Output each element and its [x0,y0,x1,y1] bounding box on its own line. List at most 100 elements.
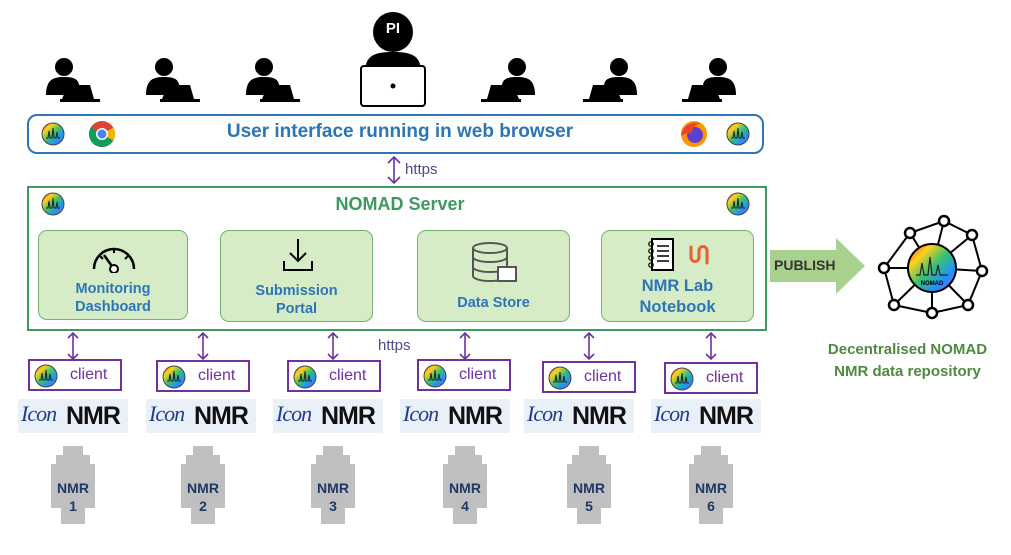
module-label: Portal [275,301,318,318]
https-label: https [405,161,438,178]
chrome-icon [88,121,116,148]
monitoring-dashboard-module[interactable]: Monitoring Dashboard [38,230,188,320]
network-icon: NOMAD [877,214,989,320]
nomad-logo-icon [162,365,186,389]
iconnmr-suffix: NMR [699,402,754,430]
user-icon [682,58,736,102]
iconnmr-logo: Icon NMR [146,399,256,433]
module-label: Monitoring [75,281,151,297]
module-label: Submission [255,283,338,299]
database-icon [472,242,517,282]
client-label: client [706,369,744,386]
probe-name: NMR [449,480,481,496]
https-arrow [197,331,209,361]
iconnmr-prefix: Icon [403,401,439,426]
client-label: client [329,367,367,384]
probe-name: NMR [573,480,605,496]
iconnmr-logo: Icon NMR [18,399,128,433]
https-arrow [583,331,595,361]
client-label: client [70,366,108,383]
client-label: client [198,367,236,384]
nomad-logo-icon [423,364,447,388]
client-box[interactable]: client [28,359,122,391]
data-store-module[interactable]: Data Store [417,230,570,322]
https-arrow [459,331,471,361]
user-icon [146,58,200,102]
iconnmr-prefix: Icon [276,401,312,426]
user-icon [481,58,535,102]
iconnmr-suffix: NMR [321,402,376,430]
pi-user-icon [360,12,426,107]
nomad-server-box [27,186,767,331]
module-label: Dashboard [75,299,151,316]
gauge-icon [92,247,136,273]
probe-number: 3 [329,497,337,514]
nomad-logo-icon [670,367,694,391]
publish-label: PUBLISH [774,257,836,273]
iconnmr-logo: Icon NMR [651,399,761,433]
client-box[interactable]: client [287,360,381,392]
user-icon [583,58,637,102]
iconnmr-prefix: Icon [654,401,690,426]
nomad-logo-icon [548,366,572,390]
client-box[interactable]: client [542,361,636,393]
firefox-icon [681,121,707,147]
iconnmr-logo: Icon NMR [400,399,510,433]
download-icon [283,239,313,271]
repository-caption: Decentralised NOMAD NMR data repository [805,339,1010,383]
probe-number: 5 [585,497,593,514]
probe-name: NMR [695,480,727,496]
module-label: Data Store [457,295,530,311]
iconnmr-suffix: NMR [572,402,627,430]
https-arrow [327,331,339,361]
iconnmr-suffix: NMR [194,402,249,430]
nomad-logo-icon [41,122,65,146]
probe-name: NMR [187,480,219,496]
user-icon [46,58,100,102]
https-arrow [67,331,79,361]
https-arrow [387,155,401,185]
module-label: NMR Lab [641,277,714,295]
https-arrow [705,331,717,361]
submission-portal-module[interactable]: Submission Portal [220,230,373,322]
client-box[interactable]: client [156,360,250,392]
pi-label: PI [385,20,401,37]
iconnmr-suffix: NMR [448,402,503,430]
nomad-logo-icon [293,365,317,389]
nomad-logo-icon [726,192,750,216]
nomad-logo-icon [34,364,58,388]
repository-caption-line: Decentralised NOMAD [827,341,988,358]
client-box[interactable]: client [664,362,758,394]
server-title: NOMAD Server [335,194,465,214]
iconnmr-logo: Icon NMR [273,399,383,433]
repository-caption-line: NMR data repository [834,362,981,380]
notebook-icon [648,238,674,271]
client-box[interactable]: client [417,359,511,391]
client-label: client [584,368,622,385]
browser-title: User interface running in web browser [226,121,574,142]
https-label: https [378,337,411,354]
client-label: client [459,366,497,383]
probe-number: 2 [199,497,207,514]
probe-name: NMR [317,480,349,496]
iconnmr-prefix: Icon [21,401,57,426]
probe-name: NMR [57,480,89,496]
nmr-lab-notebook-module[interactable]: NMR Lab Notebook [601,230,754,322]
labfolder-icon [689,245,709,265]
module-label: Notebook [639,297,716,316]
probe-number: 1 [69,497,77,514]
publish-arrow [770,238,865,294]
iconnmr-prefix: Icon [149,401,185,426]
nomad-logo-icon [41,192,65,216]
nomad-logo-icon [726,122,750,146]
browser-bar [27,114,764,154]
user-icon [246,58,300,102]
iconnmr-suffix: NMR [66,402,121,430]
probe-number: 4 [461,497,469,514]
